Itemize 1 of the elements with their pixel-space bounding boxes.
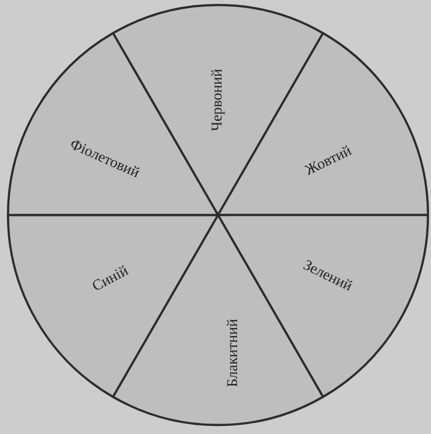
color-wheel-sector: Синій [6,214,220,398]
